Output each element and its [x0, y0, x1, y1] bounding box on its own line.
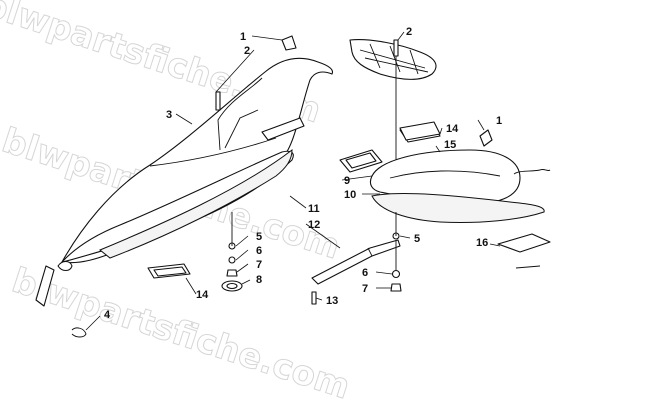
seat-tray	[369, 149, 521, 205]
screw-2-left	[215, 91, 221, 111]
callout-15: 15	[444, 139, 456, 151]
wire-harness	[513, 168, 551, 175]
callout-11: 11	[308, 203, 320, 215]
hood-nose-tip	[57, 260, 73, 272]
mount-bracket	[311, 239, 401, 285]
callout-8: 8	[256, 274, 262, 286]
hardware-left	[221, 212, 243, 292]
nut-7-left	[226, 269, 238, 277]
floor-tray-assembly	[339, 39, 545, 224]
hood-window-line	[217, 77, 263, 151]
belly-pan-left	[99, 148, 293, 259]
tread-lines	[359, 43, 429, 75]
callout-16: 16	[476, 237, 488, 249]
hood-top-latch	[281, 35, 297, 51]
hood-crease-line	[149, 137, 277, 167]
callout-7-left: 7	[256, 259, 262, 271]
callout-14-left: 14	[196, 289, 209, 301]
callout-1-top: 1	[240, 31, 246, 43]
washer-6-left	[228, 256, 236, 264]
callout-9: 9	[344, 175, 350, 187]
washer-6-right	[391, 269, 401, 279]
callout-13: 13	[326, 295, 338, 307]
belly-pan-right	[371, 193, 545, 224]
screw-2-right	[393, 39, 399, 57]
callout-2-left: 2	[244, 45, 250, 57]
bolt-13	[311, 291, 317, 305]
hood-vent-slot	[261, 117, 305, 141]
callout-1-right: 1	[496, 115, 502, 127]
belly-pan-left-shape	[99, 148, 293, 259]
callout-6-right: 6	[362, 267, 368, 279]
callout-5-right: 5	[414, 233, 420, 245]
nut-7-right	[390, 283, 402, 292]
decal-4	[35, 265, 55, 307]
callout-10: 10	[344, 189, 356, 201]
callout-7-right: 7	[362, 283, 368, 295]
callout-14-right: 14	[446, 123, 459, 135]
strap-16	[515, 265, 541, 269]
watermark-text: blwpartsfiche.com	[7, 261, 355, 406]
mount-bracket-shape	[311, 239, 401, 285]
grommet-8-hole	[226, 282, 238, 290]
bracket-fold	[367, 247, 373, 257]
leader-lines	[85, 31, 501, 331]
callout-4: 4	[104, 309, 111, 321]
callout-2-right: 2	[406, 26, 412, 38]
grommet-pad-inner	[345, 152, 377, 169]
callout-5-left: 5	[256, 231, 262, 243]
hardware-right	[390, 212, 402, 292]
callout-labels: 1 2 2 3 14 1 15 9 10 11 12 5 6 7 8 5 16 …	[104, 26, 502, 321]
cable-tie-4	[71, 327, 87, 338]
callout-6-left: 6	[256, 245, 262, 257]
callout-3: 3	[166, 109, 172, 121]
seat-tray-ridge	[389, 170, 501, 179]
hood-window-edge	[224, 109, 259, 149]
pad-14-left-inner	[153, 266, 187, 277]
callout-12: 12	[308, 219, 320, 231]
clip-1-right	[479, 129, 493, 147]
panel-16	[497, 233, 551, 253]
